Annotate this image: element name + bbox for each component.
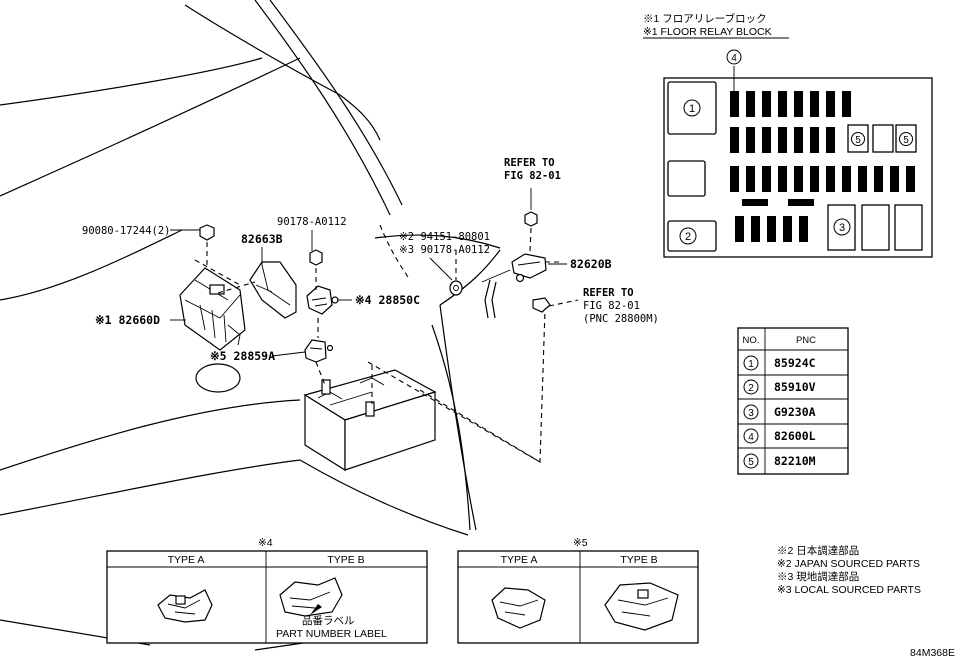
label-82620b: 82620B	[570, 257, 612, 271]
relay-block-title-jp: ※1 フロアリレーブロック	[643, 12, 767, 25]
type-box-5-type-b: TYPE B	[620, 554, 657, 566]
svg-text:5: 5	[903, 135, 909, 146]
marker-4: 4	[726, 49, 742, 65]
table-row: 3 G9230A	[743, 404, 816, 420]
table-row: 4 82600L	[743, 428, 816, 444]
relay-bar-a	[742, 199, 768, 206]
figure-code: 84M368E	[910, 647, 955, 659]
note-local-en: ※3 LOCAL SOURCED PARTS	[777, 584, 921, 596]
svg-text:5: 5	[855, 135, 861, 146]
pnc-table: NO. PNC 1 85924C 2 85910V 3 G9230A 4 826…	[737, 327, 849, 475]
type-box-5-mark: ※5	[573, 537, 588, 549]
label-28850c: ※4 28850C	[355, 293, 420, 307]
table-row: 1 85924C	[743, 355, 816, 371]
assembly-lines	[194, 224, 579, 463]
svg-text:3: 3	[839, 222, 845, 234]
fuse-row-4	[735, 216, 808, 242]
label-82660d: ※1 82660D	[95, 313, 160, 327]
note-japan-en: ※2 JAPAN SOURCED PARTS	[777, 558, 920, 570]
cover-part-82663b	[249, 261, 297, 319]
label-refer-2a: REFER TO	[583, 287, 634, 299]
note-local-jp: ※3 現地調達部品	[777, 570, 859, 583]
type-box-4-type-b: TYPE B	[327, 554, 364, 566]
fasteners	[199, 211, 538, 296]
label-refer-2c: (PNC 28800M)	[583, 313, 659, 325]
row-no: 4	[748, 432, 754, 443]
type-box-4-type-a: TYPE A	[168, 554, 205, 566]
marker-1: 1	[683, 99, 701, 117]
fuse-row-2	[730, 127, 835, 153]
label-94151-80801: ※2 94151-80801	[399, 231, 490, 243]
label-90178-a0112: 90178-A0112	[277, 216, 347, 228]
row-pnc: 82600L	[774, 429, 816, 443]
marker-5b: 5	[899, 132, 913, 146]
note-japan-jp: ※2 日本調達部品	[777, 544, 859, 557]
bolt-90178	[309, 249, 323, 266]
nut-90080	[199, 224, 215, 241]
label-90080-17244: 90080-17244(2)	[82, 225, 171, 237]
row-pnc: 82210M	[774, 454, 816, 468]
part-number-label-jp: 品番ラベル	[302, 615, 355, 627]
row-no: 3	[748, 408, 754, 419]
type-box-4-mark: ※4	[258, 537, 273, 549]
label-refer-2b: FIG 82-01	[583, 300, 640, 312]
table-header-pnc: PNC	[796, 335, 816, 346]
row-no: 1	[748, 359, 754, 370]
type-box-5: ※5 TYPE A TYPE B	[457, 537, 699, 644]
holder-part-28859a	[304, 339, 334, 363]
row-pnc: 85924C	[774, 356, 816, 370]
floor-relay-block: ※1 フロアリレーブロック ※1 FLOOR RELAY BLOCK	[643, 12, 933, 258]
label-28859a: ※5 28859A	[210, 349, 275, 363]
fuse-row-3	[730, 166, 915, 192]
holder-5-type-a-illustration	[491, 587, 546, 629]
svg-text:4: 4	[731, 53, 737, 64]
table-row: 2 85910V	[743, 379, 816, 395]
table-row: 5 82210M	[743, 453, 816, 469]
svg-text:2: 2	[685, 231, 691, 243]
part-number-label-en: PART NUMBER LABEL	[276, 628, 387, 640]
wire-part-82620b	[481, 253, 551, 319]
marker-5a: 5	[851, 132, 865, 146]
vehicle-body-outline	[0, 0, 501, 651]
holder-type-a-illustration	[157, 589, 213, 623]
svg-text:1: 1	[689, 103, 695, 115]
fuse-row-1	[730, 91, 851, 117]
sourcing-notes: ※2 日本調達部品 ※2 JAPAN SOURCED PARTS ※3 現地調達…	[777, 544, 921, 596]
label-refer-1b: FIG 82-01	[504, 170, 561, 182]
type-box-5-type-a: TYPE A	[501, 554, 538, 566]
row-no: 2	[748, 383, 754, 394]
relay-block-title-en: ※1 FLOOR RELAY BLOCK	[643, 26, 772, 38]
table-header-no: NO.	[743, 335, 760, 346]
bolt-refer	[524, 211, 538, 227]
holder-type-b-illustration	[279, 577, 343, 617]
row-pnc: G9230A	[774, 405, 816, 419]
battery-part	[303, 369, 437, 472]
holder-part-28850c	[306, 285, 339, 315]
label-82663b: 82663B	[241, 232, 283, 246]
marker-2: 2	[679, 227, 697, 245]
type-box-4: ※4 TYPE A TYPE B 品番ラベル PART NUMBER LABEL	[106, 537, 428, 644]
marker-3: 3	[833, 218, 851, 236]
row-no: 5	[748, 457, 754, 468]
leader-lines	[170, 188, 567, 357]
row-pnc: 85910V	[774, 380, 816, 394]
label-90178-a0112-local: ※3 90178-A0112	[399, 244, 490, 256]
holder-5-type-b-illustration	[604, 582, 679, 631]
relay-slot-mid	[872, 124, 894, 153]
label-refer-1a: REFER TO	[504, 157, 555, 169]
relay-slot-b	[861, 204, 890, 251]
relay-slot-c	[894, 204, 923, 251]
relay-bar-b	[788, 199, 814, 206]
relay-block-part-82660d	[179, 267, 246, 351]
relay-slot-large	[667, 160, 706, 197]
